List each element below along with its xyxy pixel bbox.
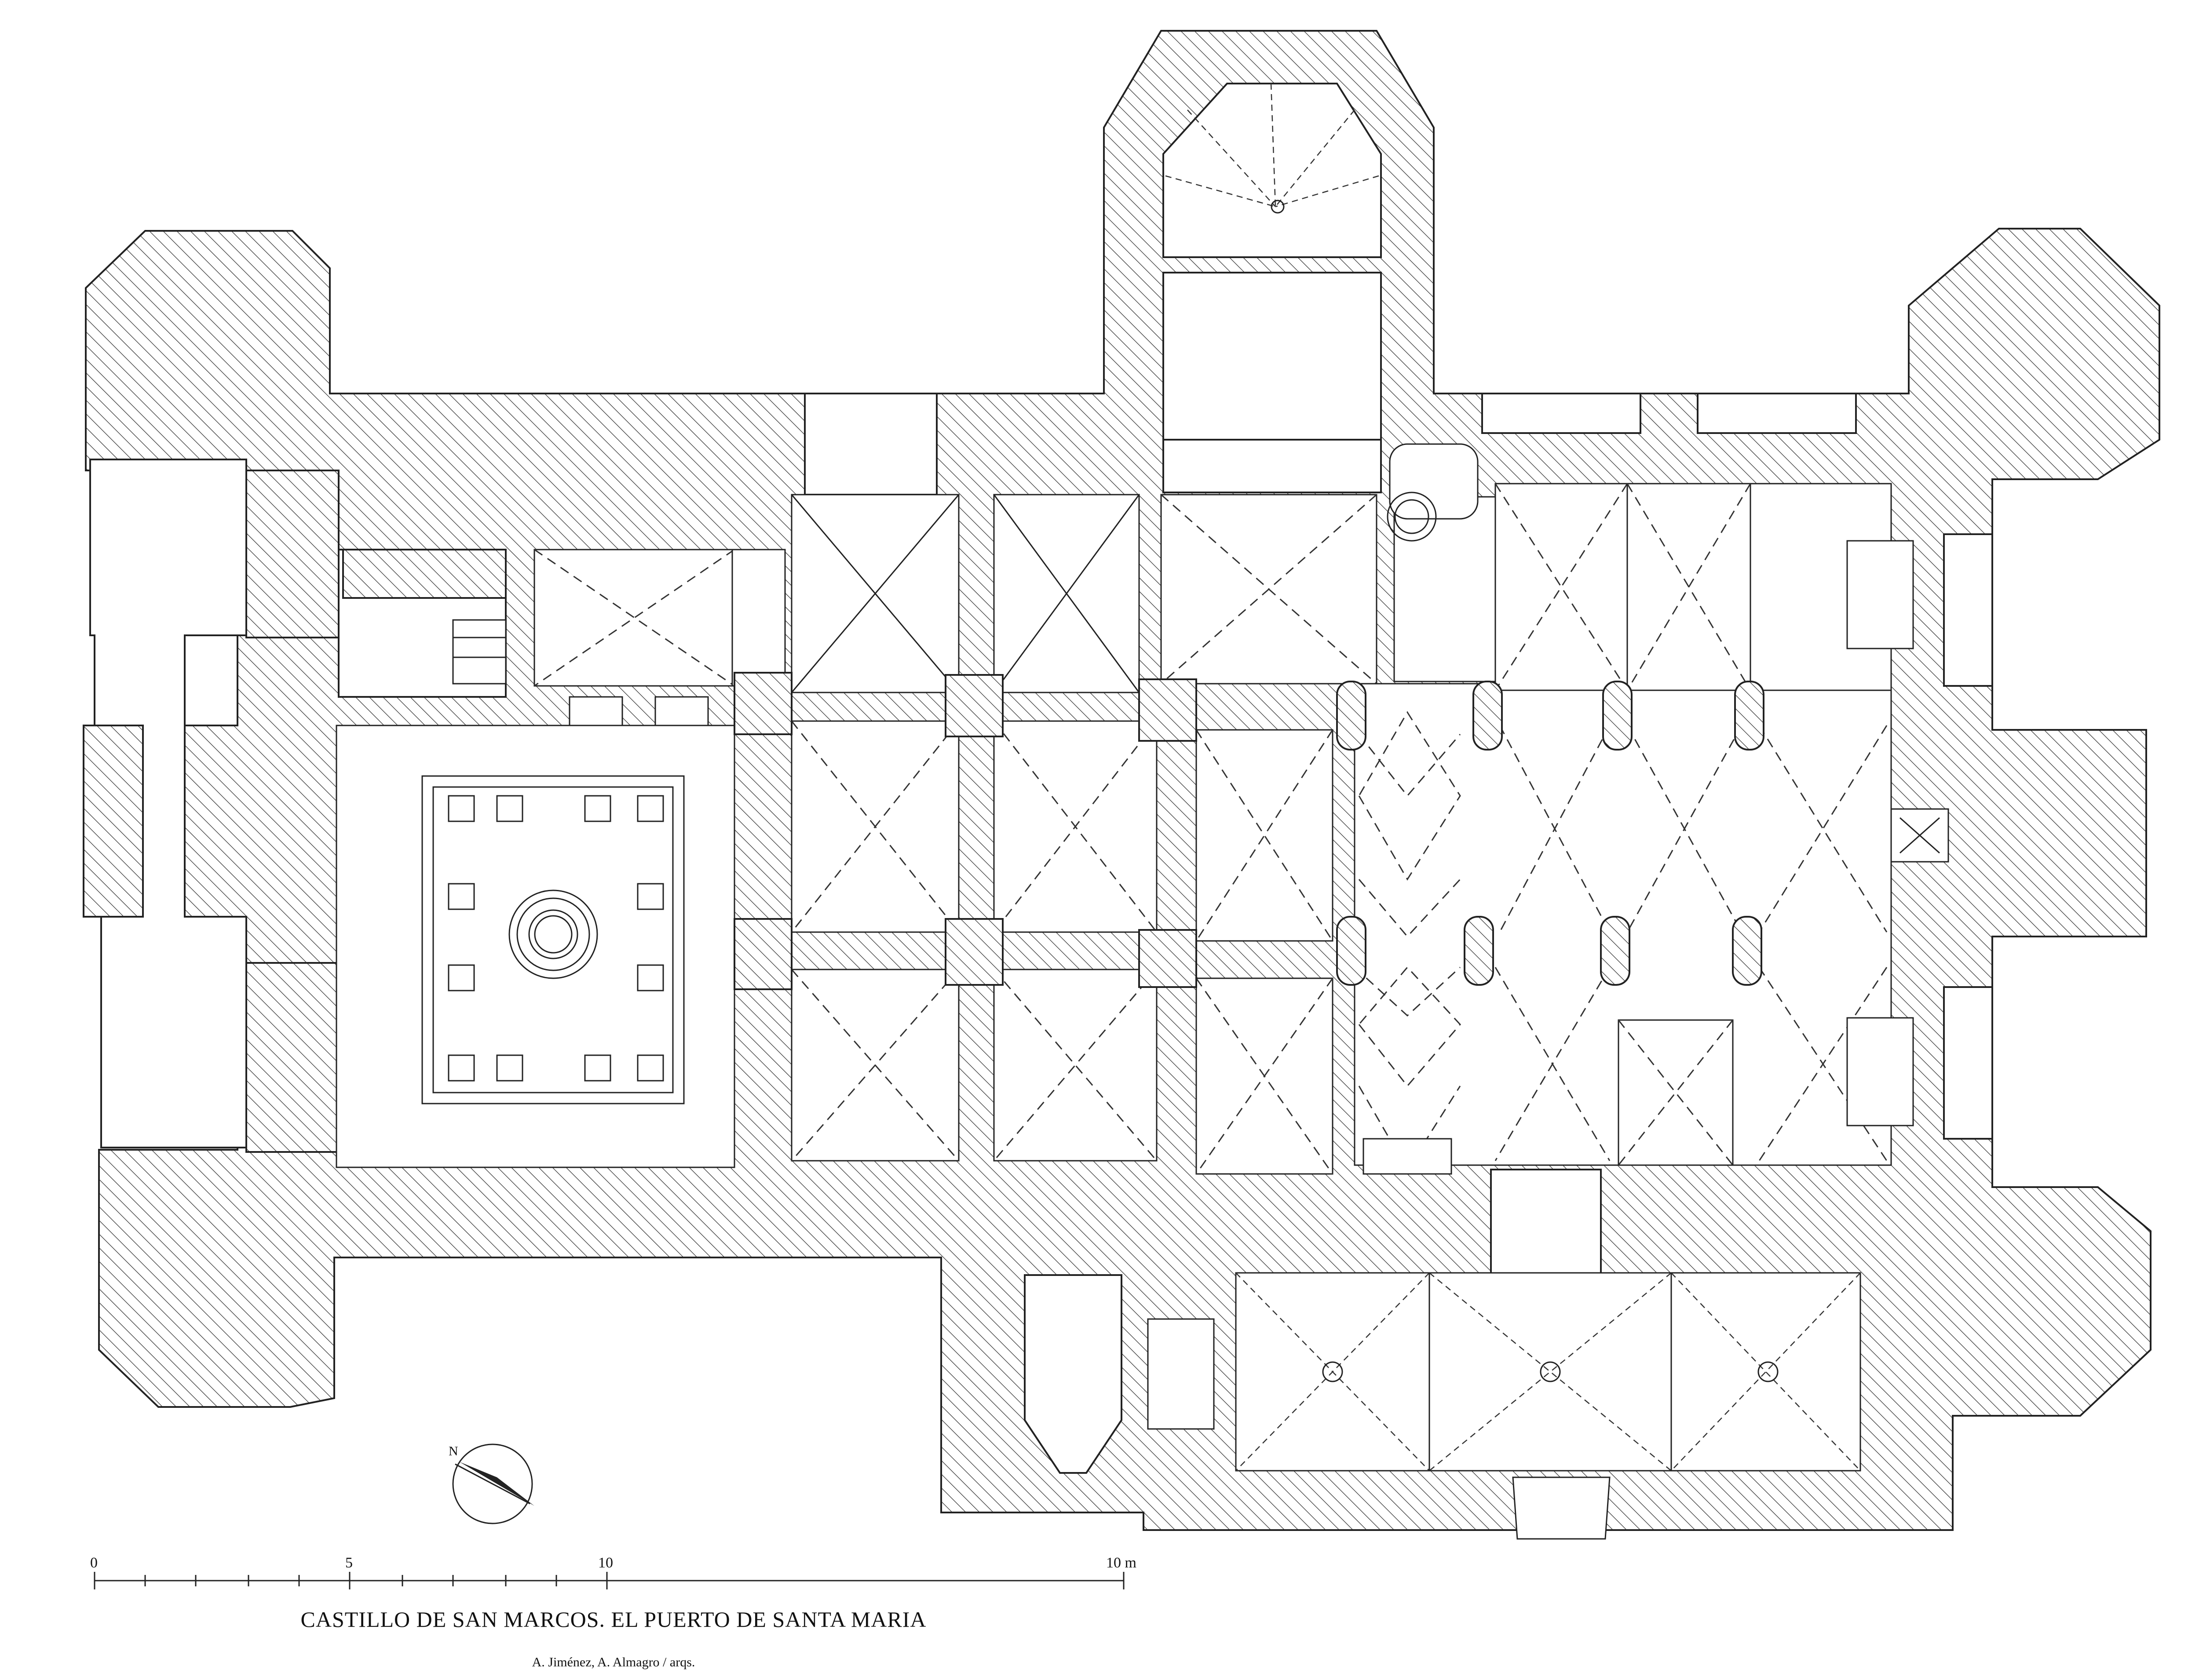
well-circle <box>508 889 598 979</box>
north-arrow-label: N <box>449 1444 458 1458</box>
drawing-title: CASTILLO DE SAN MARCOS. EL PUERTO DE SAN… <box>300 1607 926 1632</box>
north-small-rooms <box>533 393 938 726</box>
scale-bar: 0 5 10 10 m <box>90 1555 1136 1589</box>
west-entrance <box>83 459 507 1153</box>
north-arrow-icon: N <box>449 1443 534 1524</box>
east-openings <box>1481 393 1993 1140</box>
east-bays <box>1336 443 1892 1175</box>
scale-label-10m: 10 m <box>1106 1555 1136 1571</box>
scale-label-0: 0 <box>90 1555 98 1571</box>
nave-vaults <box>734 494 1377 1175</box>
north-apse <box>1162 83 1382 493</box>
south-wing <box>1024 1169 1861 1540</box>
drawing-credit: A. Jiménez, A. Almagro / arqs. <box>532 1655 695 1669</box>
scale-label-5: 5 <box>345 1555 353 1571</box>
scale-label-10: 10 <box>598 1555 613 1571</box>
patio <box>336 725 735 1168</box>
patio-columns <box>448 795 664 1082</box>
